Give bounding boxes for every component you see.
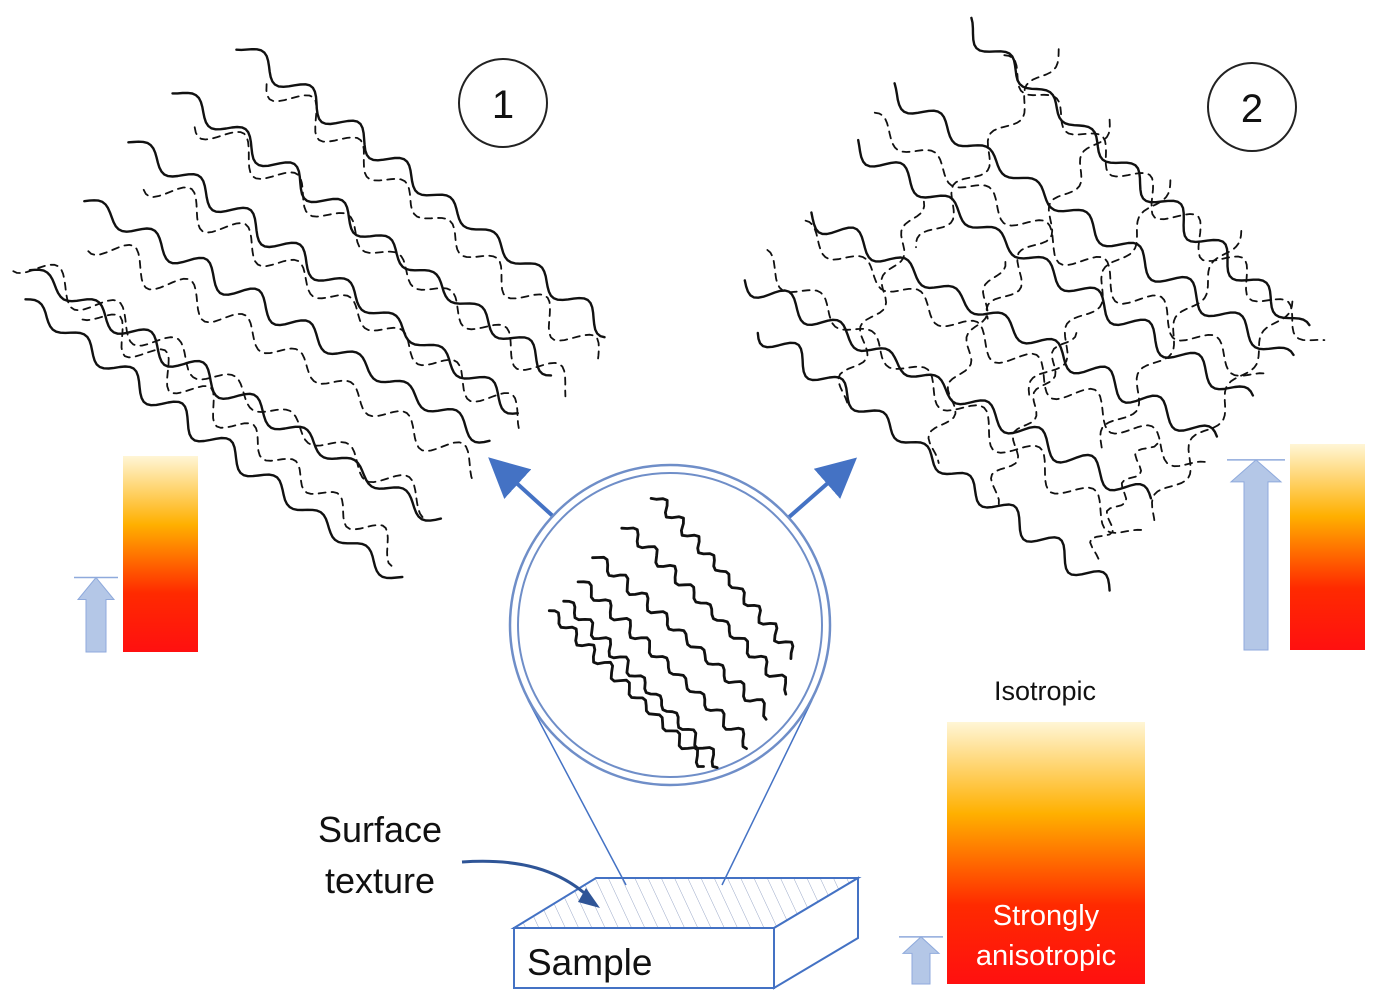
surface-texture-line-1: Surface bbox=[318, 809, 442, 850]
panel-1-arrow-shape bbox=[76, 576, 116, 653]
panel-1-anisotropy-bar bbox=[123, 456, 198, 652]
sample-label: Sample bbox=[527, 942, 652, 983]
fibre-solid bbox=[83, 199, 491, 444]
fibre-dashed bbox=[804, 219, 1206, 468]
fibre-dashed-crossing bbox=[1099, 230, 1243, 453]
fibre-solid bbox=[893, 82, 1295, 357]
fibre-solid bbox=[127, 140, 519, 415]
surface-texture-line-2: texture bbox=[325, 860, 435, 901]
aligned-fibre bbox=[649, 497, 795, 660]
fibre-dashed-crossing bbox=[1027, 179, 1172, 401]
panel-2-arrow-shape bbox=[1229, 459, 1283, 651]
fibre-dashed bbox=[1003, 54, 1326, 342]
fibre-solid bbox=[28, 268, 443, 522]
fibre-dashed-crossing bbox=[1151, 300, 1294, 524]
fibre-dashed-crossing bbox=[985, 118, 1111, 320]
fibre-dashed bbox=[12, 263, 424, 519]
fibre-dashed-crossing bbox=[915, 48, 1060, 249]
anisotropy-legend: Isotropic Strongly anisotropic bbox=[947, 676, 1145, 984]
legend-bottom-label-line-1: Strongly bbox=[993, 900, 1100, 932]
zoom-line-left bbox=[527, 699, 627, 886]
panel-1-fibre-network bbox=[12, 48, 606, 580]
arrow-to-panel-1 bbox=[488, 457, 557, 520]
panel-1-label: 1 bbox=[458, 58, 548, 148]
fibre-solid bbox=[743, 279, 1153, 500]
fibre-dashed bbox=[766, 249, 1148, 534]
aligned-fibre bbox=[576, 580, 748, 750]
aligned-fibre bbox=[620, 526, 788, 696]
fibre-dashed bbox=[265, 83, 600, 364]
legend-top-label: Isotropic bbox=[994, 676, 1096, 706]
legend-gradient-bar bbox=[947, 722, 1145, 984]
fibre-dashed-crossing bbox=[1089, 442, 1159, 565]
legend-bottom-label-line-2: anisotropic bbox=[976, 940, 1116, 972]
aligned-fibres bbox=[547, 497, 795, 769]
fibre-solid bbox=[756, 331, 1111, 592]
fibre-solid bbox=[171, 91, 553, 377]
panel-2-anisotropy-bar bbox=[1290, 444, 1365, 650]
svg-text:2: 2 bbox=[1241, 87, 1263, 131]
aligned-fibre bbox=[547, 609, 705, 768]
arrow-to-panel-2 bbox=[786, 457, 858, 520]
fibre-solid bbox=[857, 138, 1255, 397]
fibre-dashed-crossing bbox=[927, 261, 1007, 464]
fibre-solid bbox=[810, 211, 1219, 438]
fibre-dashed bbox=[81, 313, 393, 567]
panel-2-label: 2 bbox=[1207, 62, 1297, 152]
fibre-dashed bbox=[193, 126, 567, 398]
aligned-fibre bbox=[591, 555, 768, 721]
svg-text:1: 1 bbox=[492, 83, 514, 127]
legend-level-arrow bbox=[899, 936, 943, 985]
fibre-dashed-crossing bbox=[837, 200, 926, 404]
panel-2-fibre-network bbox=[743, 16, 1326, 592]
surface-texture-annotation: Surface texture bbox=[318, 809, 600, 908]
zoom-line-right bbox=[721, 699, 813, 886]
fibre-dashed-crossing bbox=[990, 332, 1078, 505]
fibre-dashed bbox=[87, 244, 474, 483]
magnifier-circle bbox=[508, 463, 832, 787]
fibre-solid bbox=[235, 48, 606, 339]
aligned-fibre bbox=[562, 599, 719, 769]
panel-2-level-arrow bbox=[1227, 459, 1285, 651]
sample-block: Sample bbox=[510, 876, 862, 990]
fibre-solid bbox=[24, 298, 404, 580]
fibre-dashed bbox=[873, 111, 1266, 377]
legend-arrow-shape bbox=[901, 936, 941, 985]
panel-1-level-arrow bbox=[74, 576, 118, 653]
